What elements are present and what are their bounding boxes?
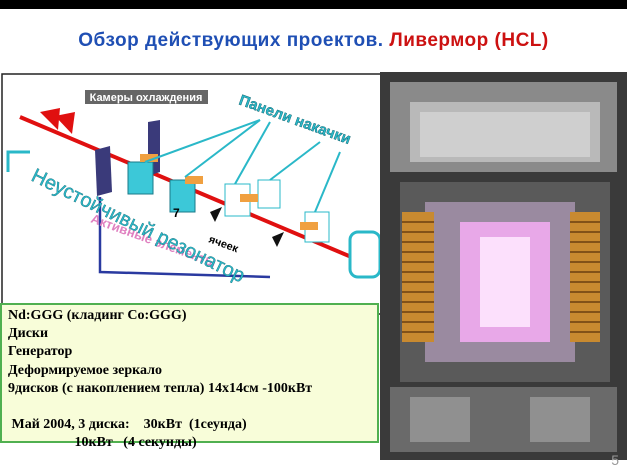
pump-beam-2 [185,176,203,184]
info-line-power: 9дисков (с накоплением тепла) 14х14см -1… [8,380,313,396]
pump-arrow-4 [269,141,321,181]
top-bar [0,0,627,9]
pump-panel-2 [257,179,281,209]
cell-num: 7 [173,206,180,220]
pump-arrow-3 [234,121,271,185]
info-line-disks: Диски [8,326,49,342]
photo-coil-left [402,212,434,342]
info-line-mirror: Деформируемое зеркало [8,362,162,378]
laser-diagram: Камеры охлаждения Панели накачки 7 ячеек… [1,73,383,344]
pump-beam-4 [300,222,318,230]
active-element-1 [127,161,154,195]
title-main: Обзор действующих проектов. [78,30,384,51]
pump-arrow-1 [144,119,261,163]
photo-coil-right [570,212,600,342]
beam-arrow-left-2 [55,112,75,134]
title-highlight: Ливермор (HCL) [389,30,549,51]
pump-arrow-5 [314,151,341,213]
pump-beam-3 [240,194,258,202]
slide-title: Обзор действующих проектов. Ливермор (HC… [0,30,627,52]
info-line-generator: Генератор [8,344,73,360]
info-line-blank [8,398,371,416]
pump-arrow-2 [184,119,261,178]
laser-photo [380,72,627,460]
info-line-material: Nd:GGG (кладинг Co:GGG) [8,308,187,323]
page-number: 5 [611,452,619,468]
active-element-2 [169,179,196,213]
cooling-label-bg [85,90,208,104]
beam-arrow-left [40,108,60,130]
bracket-lower [98,197,271,279]
cooling-label: Камеры охлаждения [90,92,203,104]
output-mirror [348,230,382,279]
project-info-box: Nd:GGG (кладинг Co:GGG) Диски Генератор … [0,303,379,450]
pump-beam-1 [140,154,158,162]
black-arrow-1 [210,207,222,222]
info-line-seconds: 10кВт (4 секунды) [8,435,197,451]
info-line-may: Май 2004, 3 диска: 30кВт (1сеунда) [8,417,247,433]
black-arrow-2 [272,232,284,247]
cooling-plate-2 [95,146,112,196]
bracket-left [6,150,30,172]
